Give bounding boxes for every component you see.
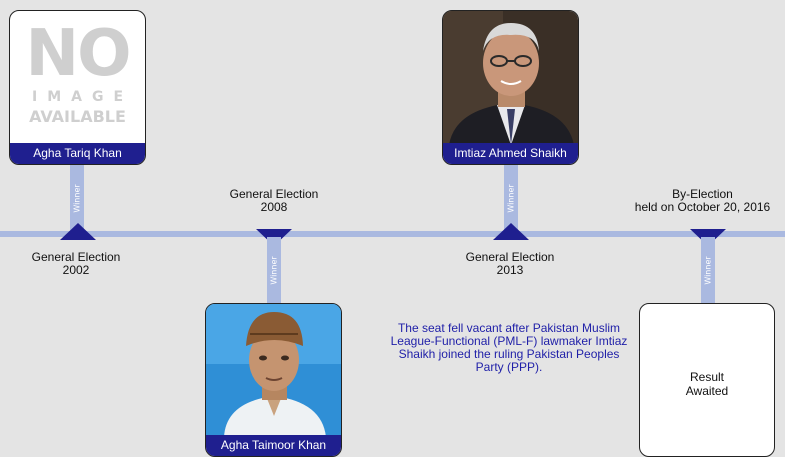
winner-name: Agha Taimoor Khan: [206, 435, 341, 456]
winner-connector: Winner: [70, 165, 84, 231]
winner-name: Agha Tariq Khan: [10, 143, 145, 164]
winner-name: Imtiaz Ahmed Shaikh: [443, 143, 578, 164]
timeline-axis: [0, 231, 785, 237]
winner-photo: [443, 11, 578, 145]
winner-card-2002[interactable]: NO IMAGE AVAILABLE Agha Tariq Khan: [9, 10, 146, 165]
winner-card-2008[interactable]: Agha Taimoor Khan: [205, 303, 342, 457]
winner-card-2013[interactable]: Imtiaz Ahmed Shaikh: [442, 10, 579, 165]
event-marker[interactable]: [60, 223, 96, 240]
vacancy-note: The seat fell vacant after Pakistan Musl…: [390, 321, 628, 374]
event-marker[interactable]: [493, 223, 529, 240]
winner-connector: Winner: [267, 237, 281, 303]
winner-connector: Winner: [701, 237, 715, 303]
winner-photo: [206, 304, 341, 437]
no-image-placeholder: NO IMAGE AVAILABLE: [25, 17, 134, 126]
winner-connector: Winner: [504, 165, 518, 231]
